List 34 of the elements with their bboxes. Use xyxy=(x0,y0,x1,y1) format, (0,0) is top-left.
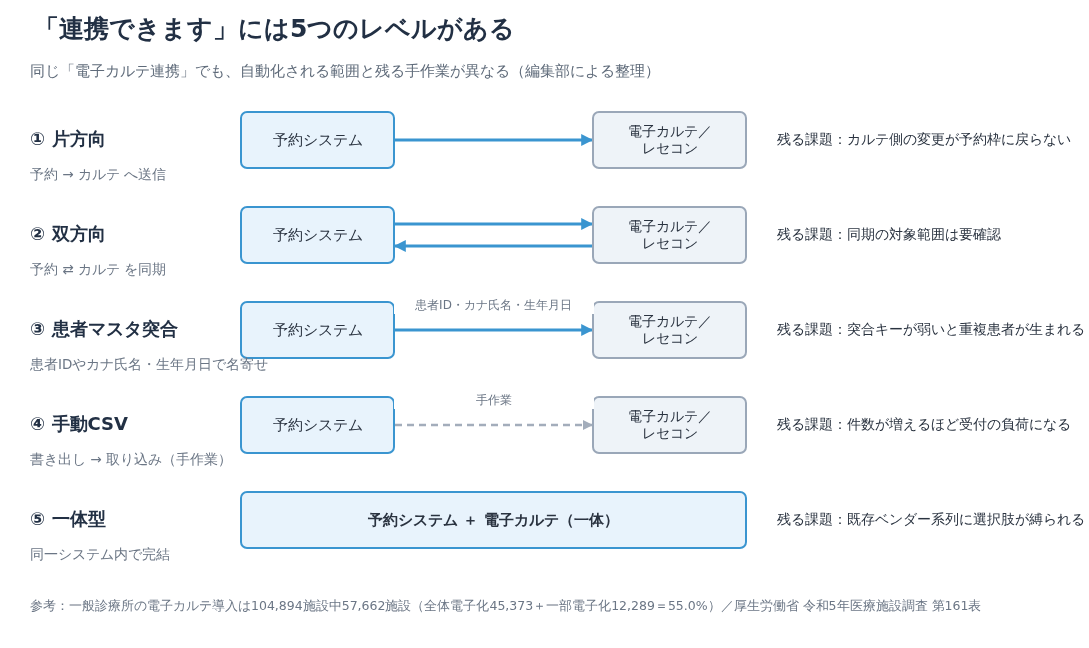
arrow xyxy=(395,420,593,430)
issue-note: 残る課題：同期の対象範囲は要確認 xyxy=(777,226,1001,244)
footnote: 参考：一般診療所の電子カルテ導入は104,894施設中57,662施設（全体電子化45,373＋一部電子化12,289＝55.0%）／厚生労働省 令和5年医療施設調査 第161表 xyxy=(30,598,982,615)
system-box: 電子カルテ／レセコン xyxy=(592,111,747,169)
arrow xyxy=(395,218,594,230)
row-heading: ② 双方向 xyxy=(30,222,106,246)
system-box: 予約システム xyxy=(240,396,395,454)
row-description: 書き出し → 取り込み（手作業） xyxy=(30,451,232,469)
system-box: 予約システム xyxy=(240,206,395,264)
row-description: 予約 → カルテ へ送信 xyxy=(30,166,167,184)
issue-note: 残る課題：カルテ側の変更が予約枠に戻らない xyxy=(777,131,1071,149)
row-heading: ③ 患者マスタ突合 xyxy=(30,317,178,341)
edge-label: 手作業 xyxy=(393,392,594,409)
edge-label: 患者ID・カナ氏名・生年月日 xyxy=(393,297,594,314)
arrow xyxy=(395,324,594,336)
issue-note: 残る課題：突合キーが弱いと重複患者が生まれる xyxy=(777,321,1085,339)
row-description: 予約 ⇄ カルテ を同期 xyxy=(30,261,167,279)
system-box: 予約システム xyxy=(240,301,395,359)
issue-note: 残る課題：件数が増えるほど受付の負荷になる xyxy=(777,416,1071,434)
row-description: 患者IDやカナ氏名・生年月日で名寄せ xyxy=(30,356,269,374)
arrow xyxy=(395,134,594,146)
arrow xyxy=(393,240,592,252)
integrated-system-box: 予約システム ＋ 電子カルテ（一体） xyxy=(240,491,747,549)
title: 「連携できます」には5つのレベルがある xyxy=(34,13,516,45)
row-description: 同一システム内で完結 xyxy=(30,546,170,564)
system-box: 予約システム xyxy=(240,111,395,169)
row-heading: ① 片方向 xyxy=(30,127,106,151)
system-box: 電子カルテ／レセコン xyxy=(592,301,747,359)
system-box: 電子カルテ／レセコン xyxy=(592,206,747,264)
row-heading: ⑤ 一体型 xyxy=(30,507,106,531)
row-heading: ④ 手動CSV xyxy=(30,412,128,436)
issue-note: 残る課題：既存ベンダー系列に選択肢が縛られる xyxy=(777,511,1085,529)
system-box: 電子カルテ／レセコン xyxy=(592,396,747,454)
subtitle: 同じ「電子カルテ連携」でも、自動化される範囲と残る手作業が異なる（編集部による整理） xyxy=(30,62,660,81)
